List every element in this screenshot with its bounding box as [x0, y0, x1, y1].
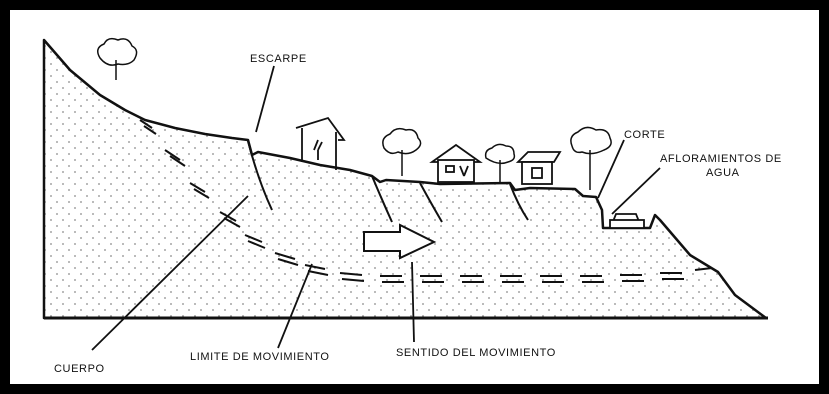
label-corte: CORTE: [624, 129, 665, 141]
label-agua: AGUA: [706, 167, 740, 179]
direction-arrow-icon: [363, 223, 437, 260]
tree-icon: [570, 126, 612, 190]
label-sentido-movimiento: SENTIDO DEL MOVIMIENTO: [396, 347, 556, 359]
tree-icon: [382, 127, 422, 176]
label-afloramientos: AFLORAMIENTOS DE: [660, 153, 782, 165]
tree-icon: [97, 37, 138, 80]
label-escarpe: ESCARPE: [250, 53, 307, 65]
label-cuerpo: CUERPO: [54, 363, 105, 375]
terrain-body: [42, 38, 768, 320]
tree-icon: [484, 143, 516, 183]
leader-lines: [91, 65, 661, 351]
car-icon: [609, 213, 645, 229]
label-limite-movimiento: LIMITE DE MOVIMIENTO: [190, 351, 330, 363]
failure-cracks: [247, 140, 529, 223]
slip-surface: [139, 119, 713, 283]
house-icon: [515, 151, 562, 185]
house-icon: [295, 116, 346, 170]
house-icon: [429, 143, 483, 183]
